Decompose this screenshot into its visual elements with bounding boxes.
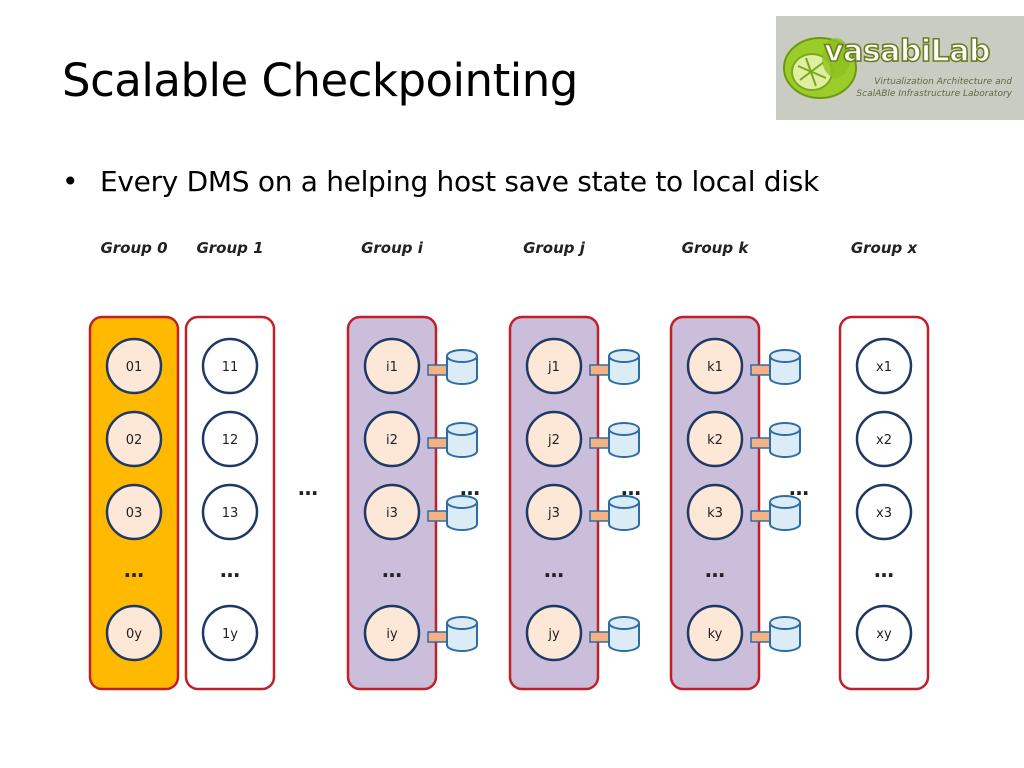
node-i2 [363, 410, 421, 468]
node-j2 [525, 410, 583, 468]
node-iy [363, 604, 421, 662]
group-k-more-nodes: … [705, 558, 725, 582]
group-1-more-nodes: … [220, 558, 240, 582]
node-j3 [525, 483, 583, 541]
node-ky-label: ky [708, 627, 723, 642]
bullet-text: Every DMS on a helping host save state t… [100, 165, 819, 198]
node-02 [105, 410, 163, 468]
node-11-label: 11 [222, 360, 239, 375]
node-k2 [686, 410, 744, 468]
node-03-label: 03 [126, 506, 143, 521]
node-k1-label: k1 [707, 360, 723, 375]
node-i1-label: i1 [386, 360, 398, 375]
group-j-more-nodes: … [544, 558, 564, 582]
node-x2 [855, 410, 913, 468]
node-1y [201, 604, 259, 662]
node-01 [105, 337, 163, 395]
local-disk-icon-k2 [769, 422, 801, 458]
group-x-more-nodes: … [874, 558, 894, 582]
local-disk-icon-i1 [446, 349, 478, 385]
local-disk-icon-iy [446, 616, 478, 652]
node-xy [855, 604, 913, 662]
more-groups-ellipsis-2: … [460, 476, 480, 500]
node-0y [105, 604, 163, 662]
node-i1 [363, 337, 421, 395]
node-12-label: 12 [222, 433, 239, 448]
group-0-label: Group 0 [100, 239, 167, 257]
node-jy [525, 604, 583, 662]
node-13-label: 13 [222, 506, 239, 521]
node-0y-label: 0y [126, 627, 142, 642]
local-disk-icon-j2 [608, 422, 640, 458]
more-groups-ellipsis-3: … [621, 476, 641, 500]
group-i-label: Group i [361, 239, 424, 257]
node-x3-label: x3 [876, 506, 892, 521]
local-disk-icon-j1 [608, 349, 640, 385]
node-1y-label: 1y [222, 627, 238, 642]
node-x3 [855, 483, 913, 541]
slide-title: Scalable Checkpointing [62, 54, 578, 107]
local-disk-icon-k1 [769, 349, 801, 385]
local-disk-icon-ky [769, 616, 801, 652]
node-x1 [855, 337, 913, 395]
lime-logo-icon [783, 37, 857, 99]
group-k-label: Group k [682, 239, 750, 257]
node-12 [201, 410, 259, 468]
group-i-more-nodes: … [382, 558, 402, 582]
local-disk-icon-jy [608, 616, 640, 652]
group-1-label: Group 1 [196, 239, 263, 257]
node-j3-label: j3 [547, 506, 560, 521]
node-i2-label: i2 [386, 433, 398, 448]
group-j-label: Group j [523, 239, 586, 257]
node-ky [686, 604, 744, 662]
more-groups-ellipsis-4: … [789, 476, 809, 500]
node-xy-label: xy [876, 627, 892, 642]
node-x1-label: x1 [876, 360, 892, 375]
vasabilab-logo: vasabiLab Virtualization Architecture an… [776, 16, 1024, 120]
local-disk-icon-i3 [446, 495, 478, 531]
logo-subtitle: Virtualization Architecture and ScalABle… [856, 77, 1012, 99]
node-j2-label: j2 [547, 433, 560, 448]
node-13 [201, 483, 259, 541]
node-k1 [686, 337, 744, 395]
node-x2-label: x2 [876, 433, 892, 448]
node-02-label: 02 [126, 433, 143, 448]
node-k2-label: k2 [707, 433, 723, 448]
node-k3-label: k3 [707, 506, 723, 521]
node-j1-label: j1 [547, 360, 560, 375]
node-k3 [686, 483, 744, 541]
node-i3 [363, 483, 421, 541]
node-01-label: 01 [126, 360, 143, 375]
node-11 [201, 337, 259, 395]
node-iy-label: iy [386, 627, 398, 642]
node-jy-label: jy [547, 627, 560, 642]
node-03 [105, 483, 163, 541]
logo-wordmark: vasabiLab [823, 33, 991, 70]
bullet-dot-icon: • [62, 165, 79, 198]
more-groups-ellipsis-1: … [298, 476, 318, 500]
bullet-item: • Every DMS on a helping host save state … [62, 168, 819, 196]
node-i3-label: i3 [386, 506, 398, 521]
local-disk-icon-i2 [446, 422, 478, 458]
local-disk-icon-j3 [608, 495, 640, 531]
local-disk-icon-k3 [769, 495, 801, 531]
group-x-label: Group x [851, 239, 919, 257]
node-j1 [525, 337, 583, 395]
group-0-more-nodes: … [124, 558, 144, 582]
